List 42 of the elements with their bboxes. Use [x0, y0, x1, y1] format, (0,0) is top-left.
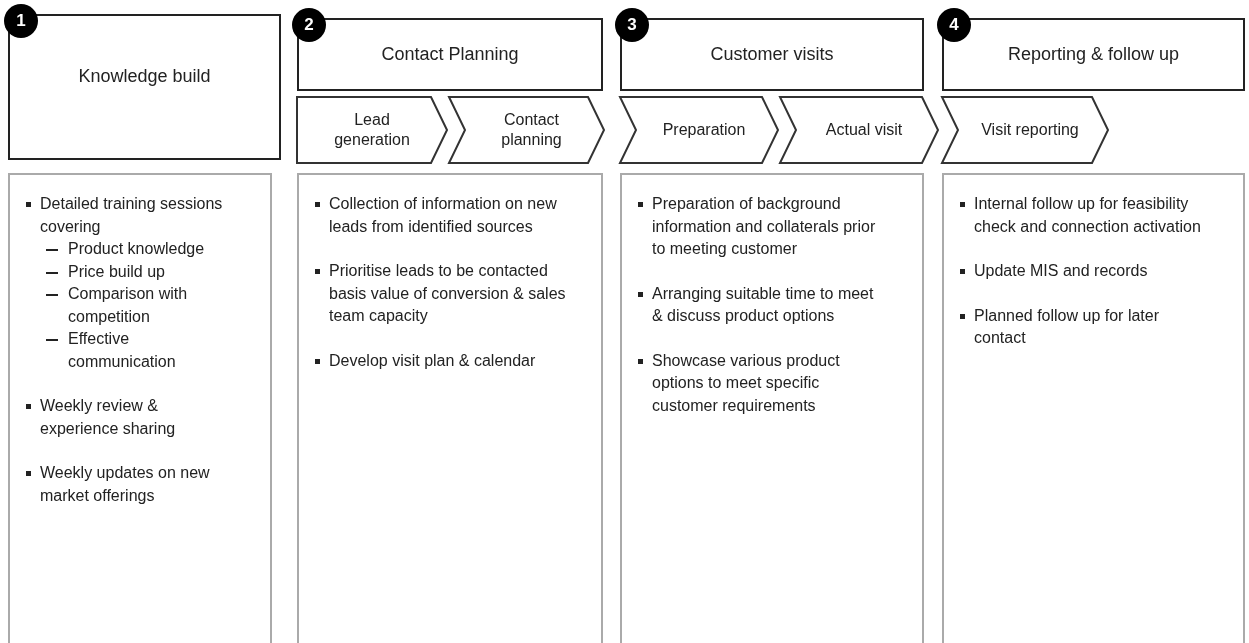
bullet-item: Prioritise leads to be contacted basis value of conversion & sales team capacity — [313, 260, 567, 328]
phase-title: Customer visits — [710, 44, 834, 65]
activity-panel — [942, 173, 1245, 643]
bullet-item: Update MIS and records — [958, 260, 1209, 283]
phase-title: Reporting & follow up — [1007, 44, 1180, 65]
sub-bullet-item: Comparison with competition — [24, 283, 236, 328]
process-step-tab — [780, 97, 938, 163]
bullet-item: Weekly updates on new market offerings — [24, 462, 236, 507]
bullet-item: Detailed training sessions covering — [24, 193, 236, 238]
step-number-badge: 2 — [292, 8, 326, 42]
phase-header-box — [8, 14, 281, 160]
phase-header-box — [620, 18, 924, 91]
step-number-badge: 1 — [4, 4, 38, 38]
step-number-badge: 3 — [615, 8, 649, 42]
process-step-tab — [620, 97, 778, 163]
activity-panel — [620, 173, 924, 643]
bullet-item: Collection of information on new leads from identified sources — [313, 193, 567, 238]
sub-bullet-item: Effective communication — [24, 328, 236, 373]
process-step-tab — [942, 97, 1108, 163]
phase-title: Contact Planning — [381, 44, 519, 65]
step-label: Preparation — [661, 120, 746, 140]
activity-panel — [297, 173, 603, 643]
step-label: Actual visit — [824, 120, 903, 140]
bullet-item: Develop visit plan & calendar — [313, 349, 567, 372]
bullet-item: Arranging suitable time to meet & discuss product options — [636, 282, 888, 328]
sub-bullet-item: Product knowledge — [24, 238, 236, 261]
bullet-item: Preparation of background information and collaterals prior to meeting customer — [636, 193, 888, 261]
sub-bullet-item: Price build up — [24, 260, 236, 283]
phase-header-box — [297, 18, 603, 91]
phase-title: Knowledge build — [78, 66, 211, 87]
bullet-item: Showcase various product options to meet specific customer requirements — [636, 349, 888, 417]
bullet-item: Weekly review & experience sharing — [24, 395, 236, 440]
process-step-tab — [297, 97, 447, 163]
process-step-tab — [449, 97, 604, 163]
step-number-badge: 4 — [937, 8, 971, 42]
bullet-item: Planned follow up for later contact — [958, 304, 1209, 350]
step-label: Visit reporting — [980, 120, 1079, 140]
step-label: Contact planning — [500, 110, 563, 150]
activity-panel — [8, 173, 272, 643]
bullet-item: Internal follow up for feasibility check and connection activation — [958, 193, 1209, 238]
phase-header-box — [942, 18, 1245, 91]
step-label: Lead generation — [333, 110, 411, 150]
